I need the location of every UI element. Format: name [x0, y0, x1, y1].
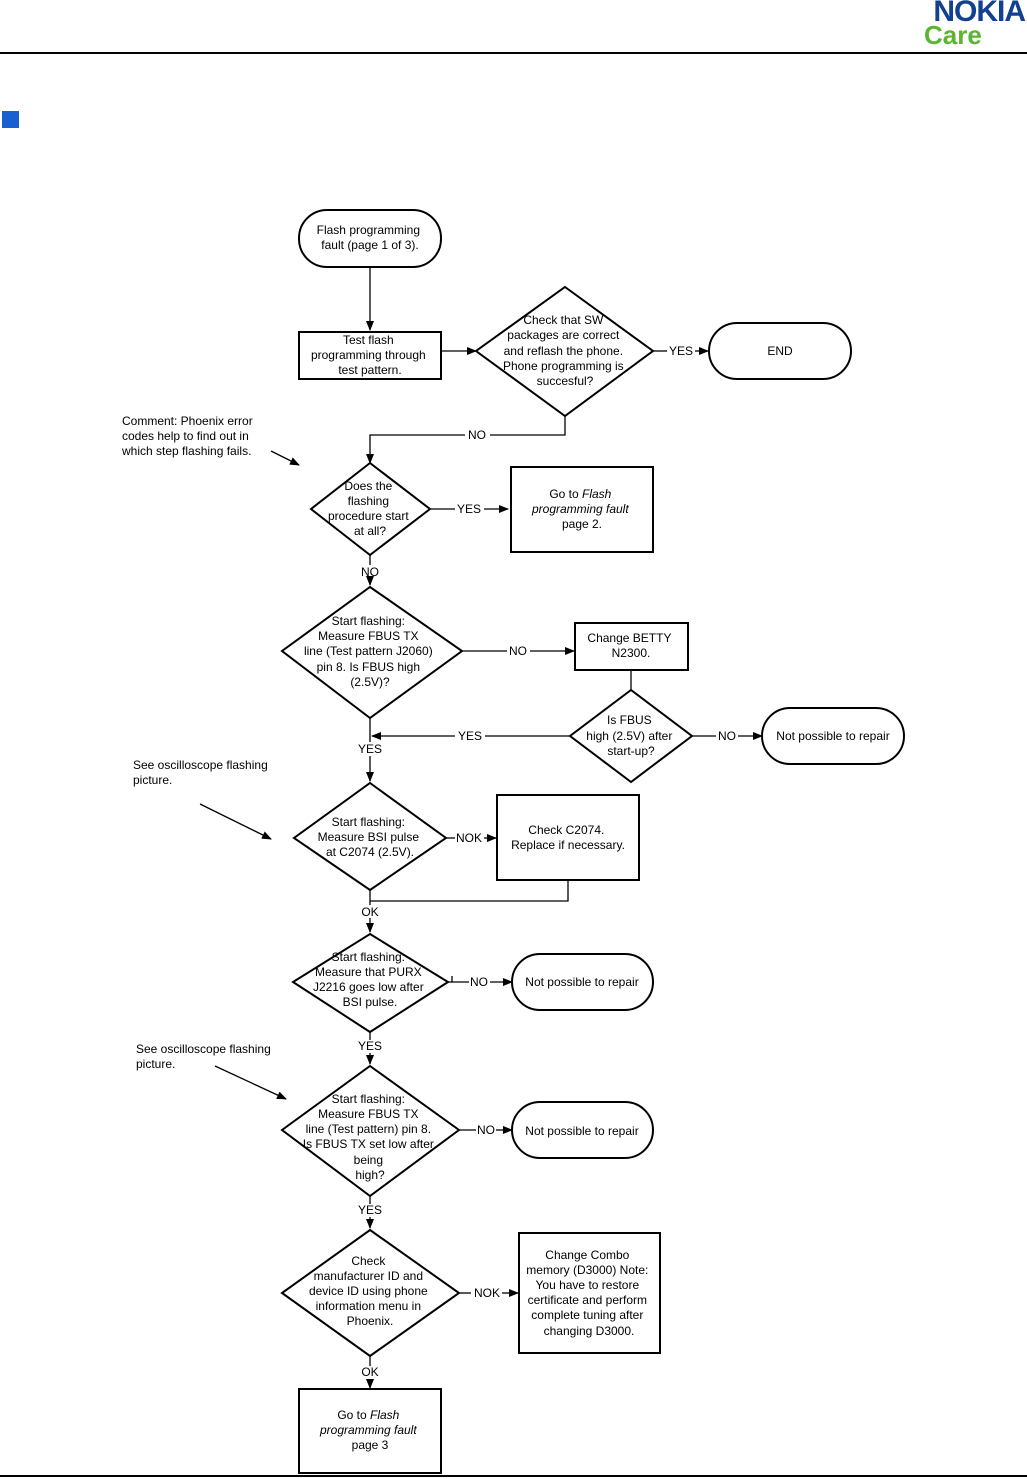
measure-purx-text: Start flashing: Measure that PURX J2216 … [313, 950, 427, 1009]
label-no-flashing: NO [361, 565, 379, 579]
label-yes-fbus: YES [358, 742, 382, 756]
logo-sub: Care [924, 20, 982, 50]
change-combo-text: Change Combo memory (D3000) Note: You ha… [526, 1248, 651, 1338]
logo-brand: NOKIA [933, 0, 1026, 28]
check-sw-text: Check that SW packages are correct and r… [503, 313, 627, 388]
does-flashing-decision [309, 461, 432, 557]
check-c2074-box [496, 794, 640, 881]
is-fbus-high-decision [568, 688, 694, 784]
footer-rule [0, 1475, 1027, 1477]
label-yes-sw: YES [669, 344, 693, 358]
measure-fbus-text: Start flashing: Measure FBUS TX line (Te… [304, 614, 436, 689]
see-oscilloscope-note-1: See oscilloscope flashing picture. [133, 758, 271, 787]
is-fbus-high-text: Is FBUS high (2.5V) after start-up? [586, 713, 675, 758]
see-oscilloscope-note-2: See oscilloscope flashing picture. [136, 1042, 274, 1071]
comment-phoenix: Comment: Phoenix error codes help to fin… [121, 414, 256, 458]
go-page2-text: Go to Flash programming fault page 2. [531, 487, 632, 531]
measure-bsi-decision [292, 781, 448, 892]
not-possible-terminal-2 [511, 953, 654, 1011]
change-combo-box [518, 1232, 661, 1354]
go-page3-box [298, 1388, 442, 1474]
label-nok-manufacturer: NOK [474, 1286, 500, 1300]
not-possible-text-1: Not possible to repair [776, 729, 889, 743]
change-betty-box [574, 622, 689, 671]
label-yes-fbus-low: YES [358, 1203, 382, 1217]
not-possible-terminal-1 [761, 707, 905, 765]
connectors [199, 267, 763, 1389]
label-no-purx: NO [470, 975, 488, 989]
fbus-low-decision [280, 1064, 461, 1198]
check-manufacturer-decision [280, 1228, 461, 1358]
not-possible-text-3: Not possible to repair [525, 1124, 638, 1138]
does-flashing-text: Does the flashing procedure start at all… [328, 479, 412, 538]
label-yes-flashing: YES [457, 502, 481, 516]
label-nok-bsi: NOK [456, 831, 482, 845]
measure-bsi-text: Start flashing: Measure BSI pulse at C20… [318, 815, 423, 859]
start-text: Flash programming fault (page 1 of 3). [317, 223, 424, 252]
label-ok-manufacturer: OK [361, 1365, 378, 1379]
measure-purx-decision [291, 932, 450, 1034]
label-no-sw: NO [468, 428, 486, 442]
label-yes-purx: YES [358, 1039, 382, 1053]
start-terminal [298, 209, 442, 268]
label-no-fbus-high: NO [718, 729, 736, 743]
label-no-fbus-low: NO [477, 1123, 495, 1137]
check-manufacturer-text: Check manufacturer ID and device ID usin… [309, 1254, 431, 1328]
label-no-fbus: NO [509, 644, 527, 658]
fbus-low-text: Start flashing: Measure FBUS TX line (Te… [303, 1092, 438, 1182]
change-betty-text: Change BETTY N2300. [587, 631, 674, 660]
not-possible-terminal-3 [511, 1101, 654, 1159]
not-possible-text-2: Not possible to repair [525, 975, 638, 989]
label-yes-fbus-high: YES [458, 729, 482, 743]
measure-fbus-decision [280, 585, 464, 720]
header-rule [0, 52, 1027, 54]
edge-labels: YES NO YES NO NO YES NO YES NOK OK NO YE… [358, 344, 736, 1379]
nokia-care-logo: NOKIA Care [892, 0, 1027, 52]
label-ok-bsi: OK [361, 905, 378, 919]
go-page2-box [510, 466, 654, 553]
section-marker [2, 111, 19, 128]
test-flash-box [298, 331, 442, 380]
go-page3-text: Go to Flash programming fault page 3 [319, 1408, 420, 1452]
end-terminal [708, 322, 852, 380]
end-text: END [767, 344, 793, 358]
check-sw-decision [474, 285, 655, 418]
test-flash-text: Test flash programming through test patt… [311, 333, 429, 377]
check-c2074-text: Check C2074. Replace if necessary. [511, 823, 625, 852]
